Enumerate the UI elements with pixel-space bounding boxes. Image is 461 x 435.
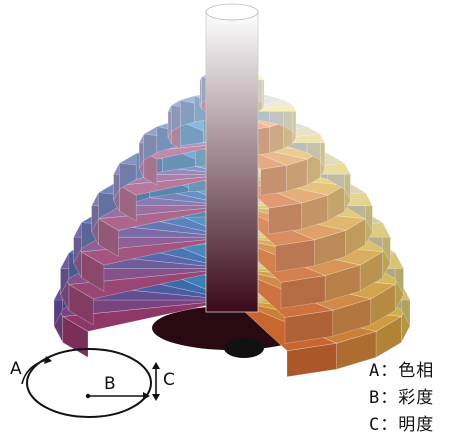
solid-side-face bbox=[261, 165, 287, 195]
chroma-origin bbox=[86, 394, 90, 398]
color-solid bbox=[54, 4, 410, 377]
solid-side-face bbox=[269, 203, 302, 234]
hue-arrow bbox=[22, 360, 46, 384]
legend-item-chroma: B：彩度 bbox=[369, 383, 434, 408]
legend-text: 色相 bbox=[398, 361, 434, 381]
axis-label-c: C bbox=[163, 370, 175, 390]
solid-side-face bbox=[202, 74, 207, 103]
legend-sep: ： bbox=[380, 415, 398, 435]
lightness-arrowhead-down bbox=[152, 394, 160, 401]
axis-top-cap bbox=[206, 4, 258, 20]
neutral-axis-column bbox=[206, 12, 258, 312]
axis-key-diagram: A B C bbox=[10, 349, 175, 417]
legend-text: 彩度 bbox=[398, 388, 434, 408]
legend-sep: ： bbox=[380, 361, 398, 381]
legend-key: A bbox=[369, 361, 380, 381]
legend-key: C bbox=[369, 415, 380, 435]
lightness-arrowhead-up bbox=[152, 362, 160, 369]
axis-label-b: B bbox=[104, 374, 116, 394]
legend-key: B bbox=[369, 388, 380, 408]
legend-sep: ： bbox=[380, 388, 398, 408]
legend-text: 明度 bbox=[398, 415, 434, 435]
solid-foot bbox=[224, 338, 264, 358]
solid-side-face bbox=[270, 123, 284, 153]
solid-side-face bbox=[262, 77, 264, 106]
axis-label-a: A bbox=[10, 359, 22, 379]
legend-item-hue: A：色相 bbox=[369, 356, 434, 381]
legend-item-lightness: C：明度 bbox=[369, 410, 434, 435]
